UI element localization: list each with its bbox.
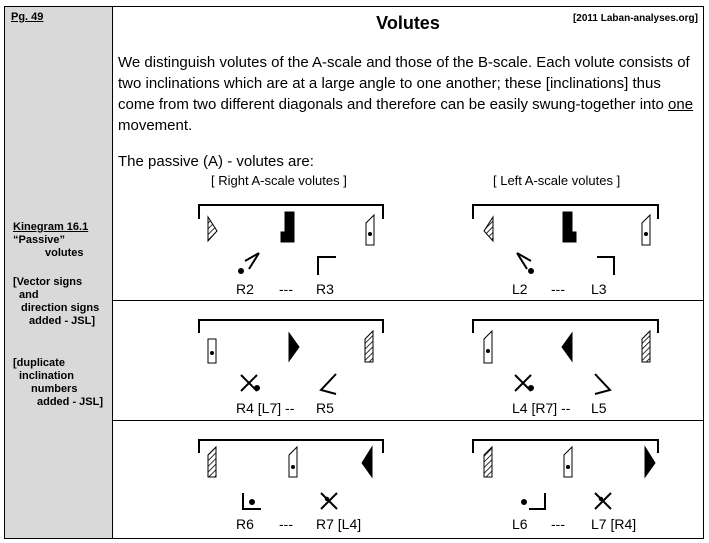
duplicate-note-line: added - JSL] bbox=[37, 396, 104, 408]
vector-sign bbox=[516, 252, 532, 270]
volute-label: L2 bbox=[512, 281, 528, 297]
dot-mark bbox=[644, 232, 648, 236]
vector-note-line: added - JSL] bbox=[29, 315, 96, 327]
direction-sign-dot bbox=[288, 445, 298, 478]
direction-sign-solid bbox=[280, 231, 287, 243]
passive-label: “Passive” bbox=[13, 234, 65, 246]
volute-label: L7 [R4] bbox=[591, 516, 637, 532]
vector-sign bbox=[529, 493, 546, 510]
sidebar: Pg. 49 Kinegram 16.1 “Passive” volutes [… bbox=[5, 7, 113, 538]
volute-label: --- bbox=[279, 281, 293, 297]
page-number: Pg. 49 bbox=[11, 11, 44, 23]
volute-bracket bbox=[472, 319, 659, 333]
dot-mark bbox=[566, 465, 570, 469]
volute-label: R5 bbox=[316, 400, 334, 416]
dot-mark bbox=[291, 465, 295, 469]
direction-sign-dot bbox=[365, 213, 375, 246]
direction-sign-solid bbox=[284, 211, 295, 243]
row-divider bbox=[113, 420, 703, 421]
dot-mark bbox=[598, 496, 604, 502]
direction-sign-hatched bbox=[364, 329, 374, 363]
dot-mark bbox=[238, 268, 244, 274]
volute-bracket bbox=[198, 439, 384, 453]
dot-mark bbox=[528, 268, 534, 274]
direction-sign-solid bbox=[561, 331, 573, 363]
dot-mark bbox=[254, 385, 260, 391]
source-credit: [2011 Laban-analyses.org] bbox=[572, 13, 698, 24]
kinegram-notation bbox=[198, 204, 659, 510]
duplicate-note-line: [duplicate bbox=[13, 357, 65, 369]
volute-label: --- bbox=[279, 516, 293, 532]
direction-sign-dot bbox=[641, 213, 651, 246]
vector-sign bbox=[319, 373, 337, 395]
volute-label: R2 bbox=[236, 281, 254, 297]
left-scale-header: [ Left A-scale volutes ] bbox=[493, 173, 621, 188]
dot-mark bbox=[486, 349, 490, 353]
right-scale-header: [ Right A-scale volutes ] bbox=[211, 173, 347, 188]
vector-sign bbox=[594, 373, 612, 395]
intro-paragraph: We distinguish volutes of the A-scale an… bbox=[118, 52, 698, 136]
paragraph-emphasis: one bbox=[668, 96, 694, 113]
direction-sign-hatched bbox=[207, 445, 217, 478]
vector-sign bbox=[597, 256, 615, 275]
dot-mark bbox=[210, 351, 214, 355]
direction-sign-solid bbox=[644, 445, 656, 479]
paragraph-text: movement. bbox=[118, 117, 193, 134]
vector-sign bbox=[320, 492, 338, 510]
vector-note-line: direction signs bbox=[21, 302, 100, 314]
vector-note: [Vector signs and direction signs added … bbox=[13, 276, 111, 328]
dot-mark bbox=[528, 385, 534, 391]
direction-sign-hatched bbox=[641, 329, 651, 363]
direction-sign-hatched bbox=[207, 215, 218, 243]
dot-mark bbox=[521, 499, 527, 505]
vector-note-line: and bbox=[19, 289, 39, 301]
volute-label: R7 [L4] bbox=[316, 516, 362, 532]
volute-label: --- bbox=[551, 281, 565, 297]
direction-sign-solid bbox=[288, 331, 300, 363]
vector-sign bbox=[244, 252, 260, 270]
duplicate-note: [duplicate inclination numbers added - J… bbox=[13, 357, 111, 409]
volute-label: L5 bbox=[591, 400, 607, 416]
dot-mark bbox=[324, 496, 330, 502]
direction-sign-dot bbox=[483, 329, 493, 364]
duplicate-note-line: numbers bbox=[31, 383, 78, 395]
duplicate-note-line: inclination bbox=[19, 370, 74, 382]
kinegram-caption: Kinegram 16.1 “Passive” volutes bbox=[13, 221, 109, 260]
direction-sign-solid bbox=[570, 231, 577, 243]
volute-label: --- bbox=[551, 516, 565, 532]
volute-bracket bbox=[198, 319, 384, 333]
volute-label: R6 bbox=[236, 516, 254, 532]
page-frame: Pg. 49 Kinegram 16.1 “Passive” volutes [… bbox=[4, 6, 704, 539]
volute-label: L4 [R7] -- bbox=[512, 400, 571, 416]
dot-mark bbox=[249, 499, 255, 505]
direction-sign-hatched bbox=[483, 445, 493, 478]
volute-label: L3 bbox=[591, 281, 607, 297]
direction-sign-hatched bbox=[483, 215, 494, 243]
row-divider bbox=[113, 300, 703, 301]
kinegram-label: Kinegram 16.1 bbox=[13, 221, 89, 233]
volute-label: R4 [L7] -- bbox=[236, 400, 295, 416]
volutes-label: volutes bbox=[45, 247, 84, 259]
volute-bracket bbox=[198, 204, 384, 219]
direction-sign-solid bbox=[562, 211, 573, 243]
vector-sign bbox=[594, 492, 612, 510]
vector-sign bbox=[242, 493, 261, 510]
page-title: Volutes bbox=[376, 13, 440, 33]
dot-mark bbox=[368, 232, 372, 236]
volute-bracket bbox=[472, 439, 659, 453]
volute-label: L6 bbox=[512, 516, 528, 532]
volute-label: R3 bbox=[316, 281, 334, 297]
paragraph-text: We distinguish volutes of the A-scale an… bbox=[118, 54, 690, 113]
vector-note-line: [Vector signs bbox=[13, 276, 83, 288]
volute-bracket bbox=[472, 204, 659, 219]
vector-sign bbox=[317, 256, 336, 275]
passive-intro: The passive (A) - volutes are: bbox=[118, 153, 314, 170]
direction-sign-dot bbox=[563, 445, 573, 478]
direction-sign-solid bbox=[361, 445, 373, 479]
